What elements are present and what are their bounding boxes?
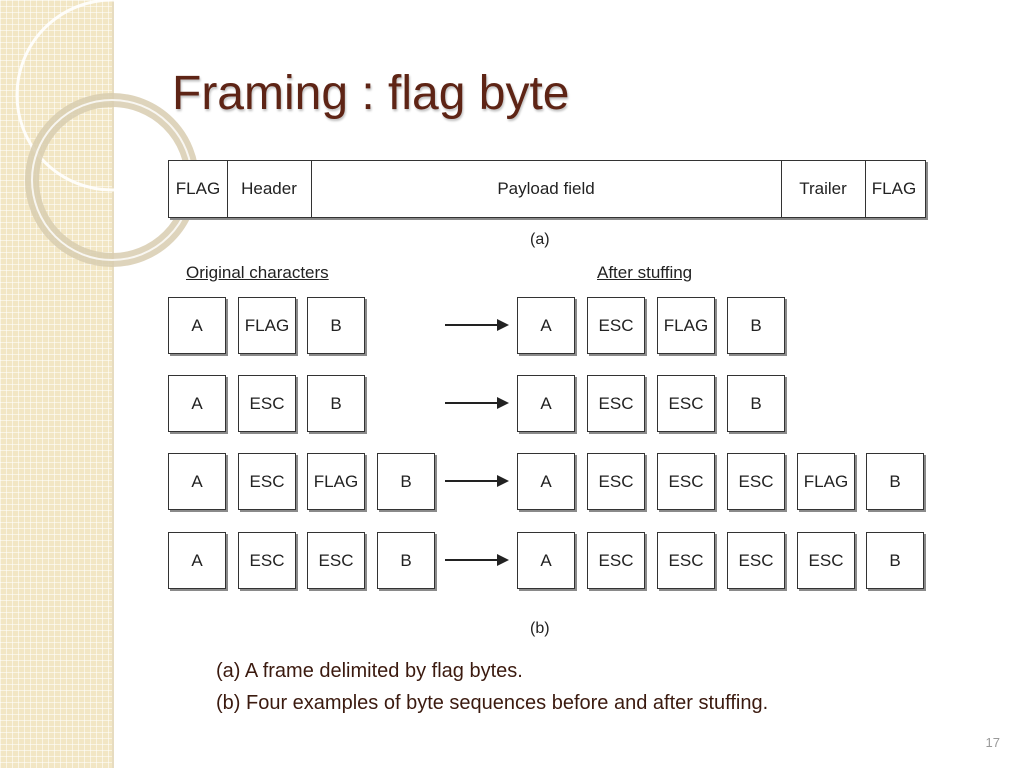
byte-box: B [866, 453, 924, 510]
byte-box: A [517, 375, 575, 432]
byte-box: FLAG [797, 453, 855, 510]
right-arrow-icon [445, 397, 509, 409]
frame-diagram: FLAG Header Payload field Trailer FLAG [168, 160, 926, 218]
after-stuffing-header: After stuffing [597, 263, 693, 282]
byte-box: B [377, 453, 435, 510]
byte-box: B [307, 375, 365, 432]
slide-number: 17 [985, 735, 1000, 750]
right-arrow-icon [445, 554, 509, 566]
byte-box: B [727, 375, 785, 432]
byte-box: ESC [657, 532, 715, 589]
frame-divider [227, 161, 228, 217]
byte-box: ESC [587, 297, 645, 354]
byte-box: FLAG [657, 297, 715, 354]
byte-box: A [168, 453, 226, 510]
caption-b: (b) Four examples of byte sequences befo… [216, 692, 769, 714]
decorative-circles [15, 0, 200, 267]
byte-box: ESC [587, 453, 645, 510]
byte-box: ESC [657, 453, 715, 510]
frame-divider [781, 161, 782, 217]
byte-box: ESC [307, 532, 365, 589]
byte-box: B [307, 297, 365, 354]
byte-box: ESC [238, 375, 296, 432]
byte-box: A [168, 297, 226, 354]
frame-field-flag-end: FLAG [871, 179, 917, 198]
byte-box: ESC [238, 453, 296, 510]
byte-box: ESC [797, 532, 855, 589]
original-characters-header: Original characters [186, 263, 329, 282]
caption-a: (a) A frame delimited by flag bytes. [216, 660, 523, 682]
byte-box: B [866, 532, 924, 589]
byte-box: A [168, 532, 226, 589]
byte-box: B [377, 532, 435, 589]
byte-box: ESC [657, 375, 715, 432]
frame-field-payload: Payload field [497, 179, 595, 198]
diagram-label-b: (b) [530, 620, 550, 637]
frame-field-flag-start: FLAG [175, 179, 221, 198]
right-arrow-icon [445, 319, 509, 331]
byte-box: FLAG [238, 297, 296, 354]
diagram-label-a: (a) [530, 231, 550, 248]
page-title: Framing : flag byte [172, 67, 570, 120]
byte-box: A [517, 532, 575, 589]
byte-box: ESC [727, 532, 785, 589]
frame-divider [865, 161, 866, 217]
byte-box: ESC [727, 453, 785, 510]
byte-box: A [168, 375, 226, 432]
byte-box: ESC [238, 532, 296, 589]
right-arrow-icon [445, 475, 509, 487]
byte-box: B [727, 297, 785, 354]
frame-field-header: Header [241, 179, 297, 198]
byte-box: ESC [587, 532, 645, 589]
byte-box: FLAG [307, 453, 365, 510]
byte-box: A [517, 453, 575, 510]
frame-divider [311, 161, 312, 217]
byte-box: ESC [587, 375, 645, 432]
frame-field-trailer: Trailer [799, 179, 847, 198]
byte-box: A [517, 297, 575, 354]
